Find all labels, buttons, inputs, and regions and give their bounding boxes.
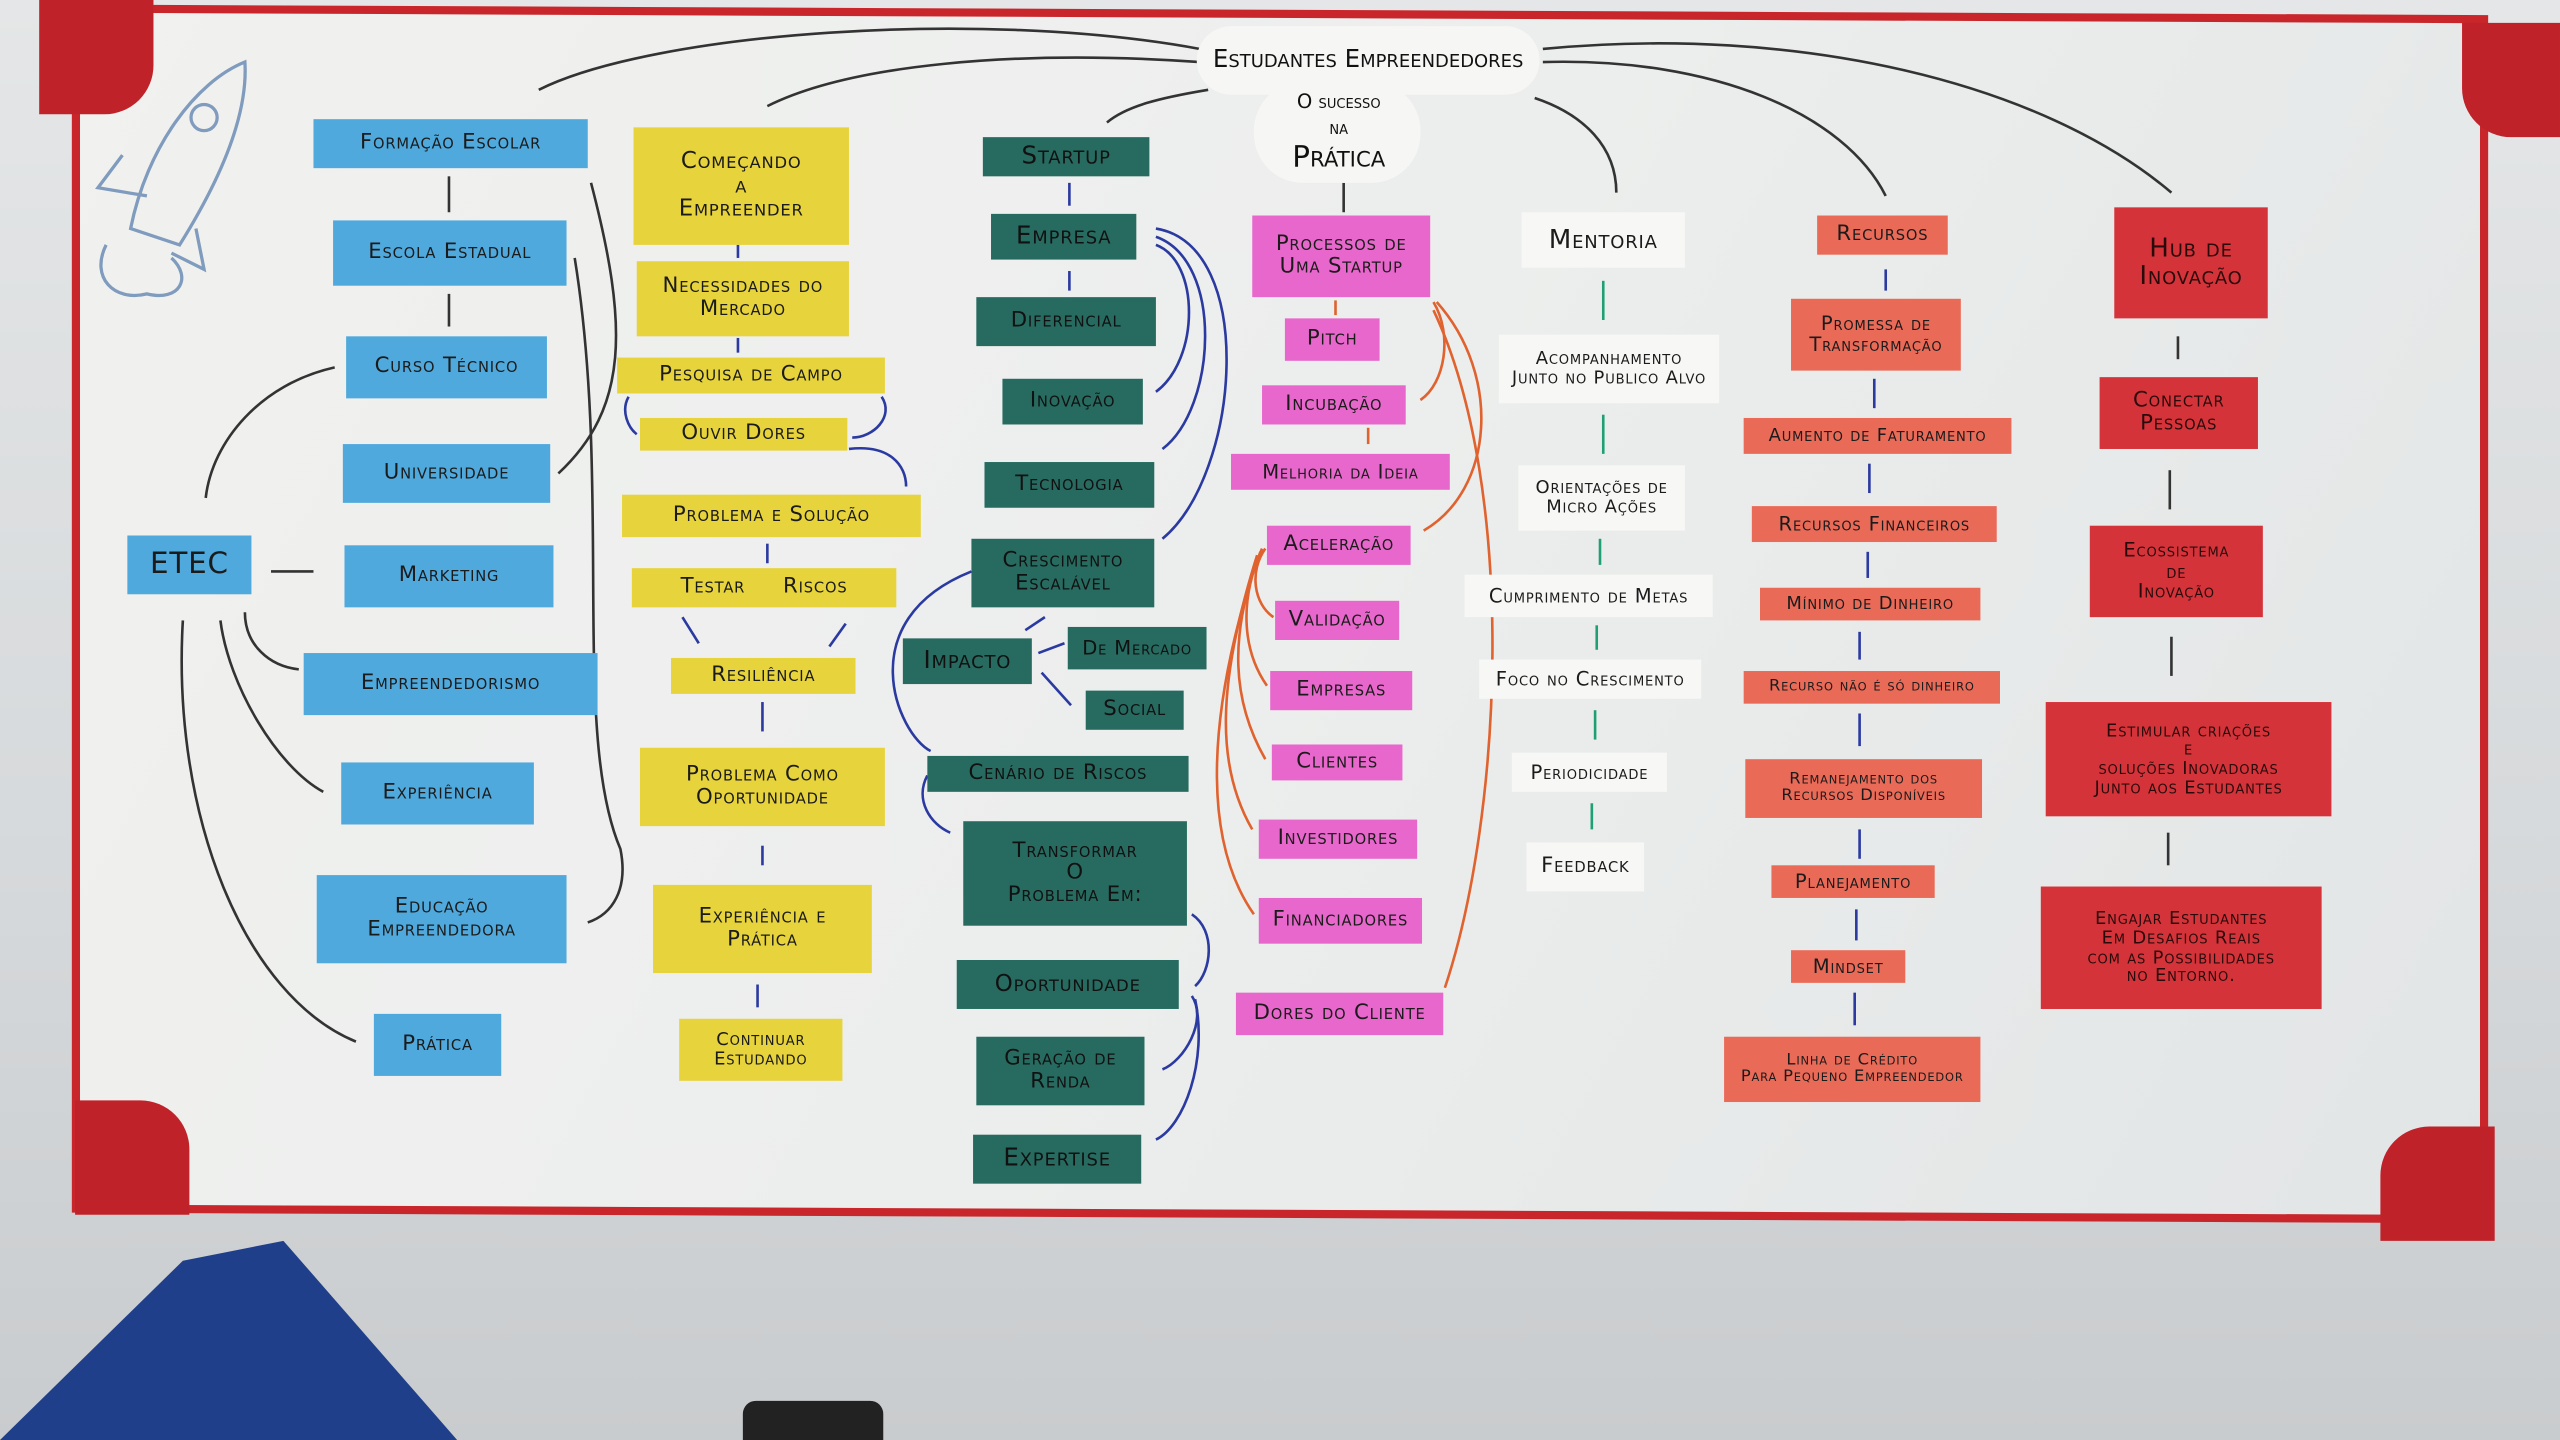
note-tecnologia: Tecnologia [984, 462, 1155, 508]
note-necessidades-do-mercado: Necessidades do Mercado [636, 261, 849, 337]
note-social: Social [1085, 690, 1184, 730]
note-processos-de-uma-startup: Processos de Uma Startup [1252, 215, 1431, 298]
note-ecossistema-de-inovacao: Ecossistema de Inovação [2089, 525, 2263, 618]
note-estimular-criacoes: Estimular criações e soluções Inovadoras… [2045, 702, 2332, 817]
note-planejamento: Planejamento [1771, 865, 1935, 898]
board-corner [2380, 1126, 2495, 1241]
note-transformar-o-problema: Transformar O Problema Em: [963, 821, 1187, 926]
note-minimo-de-dinheiro: Mínimo de Dinheiro [1759, 587, 1981, 621]
note-pesquisa-de-campo: Pesquisa de Campo [617, 357, 885, 394]
note-experiencia: Experiência [341, 762, 534, 825]
note-escola-estadual: Escola Estadual [333, 220, 567, 286]
note-expertise: Expertise [973, 1134, 1142, 1184]
note-formacao-escolar: Formação Escolar [313, 119, 588, 169]
board-corner [39, 0, 154, 115]
note-etec: ETEC [127, 535, 252, 595]
note-engajar-estudantes: Engajar Estudantes Em Desafios Reais com… [2040, 886, 2322, 1009]
note-pratica: Prática [373, 1013, 502, 1076]
title-sub: Prática [1292, 140, 1386, 175]
note-recursos-financeiros: Recursos Financeiros [1751, 506, 1997, 543]
title-sub: na [1329, 117, 1349, 139]
note-de-mercado: De Mercado [1067, 626, 1207, 670]
note-feedback: Feedback [1526, 842, 1645, 892]
note-oportunidade: Oportunidade [956, 959, 1179, 1009]
note-crescimento-escalavel: Crescimento Escalável [971, 538, 1155, 608]
title-connectors [180, 27, 2180, 1043]
note-remanejamento-dos-recursos: Remanejamento dos Recursos Disponíveis [1745, 759, 1983, 818]
note-acompanhamento: Acompanhamento Junto no Publico Alvo [1498, 334, 1720, 404]
note-conectar-pessoas: Conectar Pessoas [2099, 377, 2258, 449]
note-recurso-nao-e-so-dinheiro: Recurso não é só dinheiro [1743, 671, 2000, 704]
note-geracao-de-renda: Geração de Renda [976, 1036, 1145, 1106]
note-cenario-de-riscos: Cenário de Riscos [927, 755, 1189, 792]
note-empresas: Empresas [1270, 671, 1413, 711]
note-foco-no-crescimento: Foco no Crescimento [1479, 659, 1702, 699]
note-ouvir-dores: Ouvir Dores [639, 417, 848, 451]
note-continuar-estudando: Continuar Estudando [679, 1018, 843, 1081]
note-linha-de-credito: Linha de Crédito Para Pequeno Empreended… [1724, 1036, 1981, 1103]
note-clientes: Clientes [1271, 744, 1403, 781]
blue-arrows [623, 182, 1888, 1141]
note-cumprimento-de-metas: Cumprimento de Metas [1464, 574, 1713, 618]
note-incubacao: Incubação [1262, 385, 1406, 425]
note-experiencia-e-pratica: Experiência e Prática [653, 884, 872, 974]
note-recursos: Recursos [1817, 215, 1948, 255]
note-resiliencia: Resiliência [671, 657, 856, 694]
note-curso-tecnico: Curso Técnico [346, 336, 547, 399]
note-financiadores: Financiadores [1258, 897, 1423, 944]
note-empresa: Empresa [991, 213, 1137, 260]
black-object [742, 1400, 884, 1440]
note-orientacoes-micro-acoes: Orientações de Micro Ações [1518, 465, 1685, 531]
note-comecando-a-empreender: Começando a Empreender [633, 127, 849, 245]
note-inovacao: Inovação [1002, 378, 1143, 425]
note-diferencial: Diferencial [976, 297, 1156, 347]
note-testar-riscos: Testar Riscos [631, 568, 897, 608]
note-problema-e-solucao: Problema e Solução [622, 494, 921, 538]
note-problema-como-oportunidade: Problema Como Oportunidade [639, 747, 885, 827]
board-corner [75, 1100, 190, 1215]
note-marketing: Marketing [344, 545, 554, 608]
title-main: Estudantes Empreendedores [1212, 44, 1524, 74]
note-investidores: Investidores [1258, 819, 1418, 859]
board-corner [2462, 22, 2560, 138]
note-dores-do-cliente: Dores do Cliente [1235, 992, 1444, 1036]
note-periodicidade: Periodicidade [1511, 752, 1667, 792]
rocket-drawing [95, 59, 247, 298]
note-promessa-de-transformacao: Promessa de Transformação [1791, 298, 1961, 371]
note-aumento-de-faturamento: Aumento de Faturamento [1743, 417, 2012, 454]
note-aceleracao: Aceleração [1266, 525, 1411, 565]
note-mentoria: Mentoria [1521, 212, 1685, 268]
note-validacao: Validação [1275, 600, 1400, 640]
note-melhoria-da-ideia: Melhoria da Ideia [1231, 453, 1450, 490]
note-universidade: Universidade [342, 444, 551, 503]
note-hub-de-inovacao: Hub de Inovação [2114, 207, 2268, 319]
note-impacto: Impacto [902, 638, 1032, 685]
orange-arrows [1215, 300, 1494, 989]
note-mindset: Mindset [1791, 950, 1906, 983]
note-startup: Startup [982, 137, 1150, 177]
note-educacao-empreendedora: Educação Empreendedora [316, 875, 567, 964]
title-cloud [1253, 81, 1421, 183]
note-empreendedorismo: Empreendedorismo [303, 653, 598, 716]
green-arrows [1590, 280, 1605, 830]
title-sub: O sucesso [1296, 89, 1381, 113]
note-pitch: Pitch [1284, 318, 1380, 361]
